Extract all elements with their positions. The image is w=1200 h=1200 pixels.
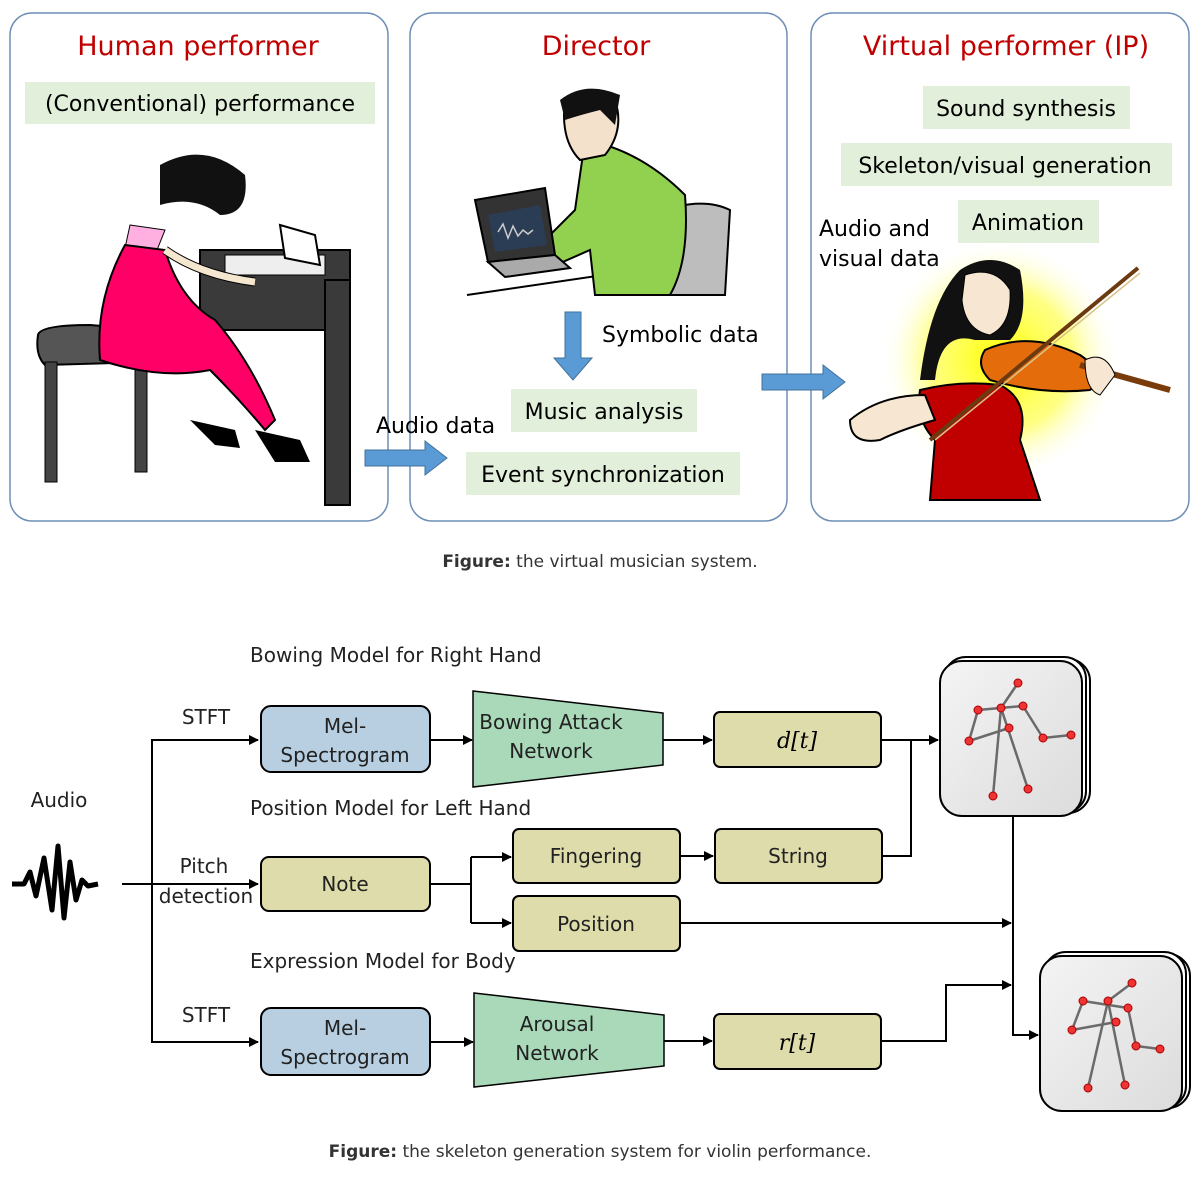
box-label: Network xyxy=(509,739,593,763)
panel-title: Director xyxy=(542,31,651,62)
audio-data-label: Audio data xyxy=(376,414,495,439)
caption-text: the skeleton generation system for violi… xyxy=(397,1142,871,1162)
panel-title: Human performer xyxy=(77,31,319,62)
box-label: Fingering xyxy=(550,844,642,868)
box-label: d[t] xyxy=(777,729,818,754)
audio-visual-arrow xyxy=(761,363,846,401)
label-event-synchronization: Event synchronization xyxy=(481,463,725,488)
skeleton-output-2 xyxy=(1039,951,1191,1112)
label-animation: Animation xyxy=(972,211,1084,236)
pitch-label: Pitch xyxy=(180,854,229,878)
stft-label: STFT xyxy=(182,705,231,729)
box-label: Note xyxy=(321,872,368,896)
d-t-output-box: d[t] xyxy=(713,711,882,768)
mel-spectrogram-box: Mel- Spectrogram xyxy=(260,1007,431,1076)
box-label: Spectrogram xyxy=(280,743,409,767)
label-sound-synthesis: Sound synthesis xyxy=(936,97,1116,122)
label-skeleton-visual-generation: Skeleton/visual generation xyxy=(858,154,1151,179)
box-label: Network xyxy=(515,1041,599,1065)
top-caption: Figure: the virtual musician system. xyxy=(442,552,757,572)
director-illustration xyxy=(466,88,732,296)
box-label: Mel- xyxy=(324,714,366,738)
bottom-caption: Figure: the skeleton generation system f… xyxy=(329,1142,872,1162)
box-label: Bowing Attack xyxy=(479,710,623,734)
stft-label: STFT xyxy=(182,1003,231,1027)
violinist-illustration xyxy=(848,240,1171,501)
box-label: String xyxy=(768,844,828,868)
pianist-illustration xyxy=(36,154,351,506)
box-label: r[t] xyxy=(779,1031,816,1056)
audio-waveform-icon xyxy=(12,843,99,921)
skeleton-pipeline xyxy=(122,735,1039,1047)
box-label: Mel- xyxy=(324,1016,366,1040)
r-t-output-box: r[t] xyxy=(713,1013,882,1070)
position-box: Position xyxy=(512,895,681,952)
caption-bold: Figure: xyxy=(442,552,510,572)
caption-bold: Figure: xyxy=(329,1142,397,1162)
audio-input-label: Audio xyxy=(31,788,88,812)
mel-spectrogram-box: Mel- Spectrogram xyxy=(260,705,431,773)
panel-director: Director Symbolic data Music analysis Ev… xyxy=(409,12,788,522)
panel-virtual-performer: Virtual performer (IP) Sound synthesis S… xyxy=(810,12,1190,522)
bowing-model-title: Bowing Model for Right Hand xyxy=(250,643,542,667)
audio-visual-label-line1: Audio and xyxy=(819,217,930,242)
caption-text: the virtual musician system. xyxy=(511,552,758,572)
audio-visual-label-line2: visual data xyxy=(819,247,940,272)
symbolic-data-label: Symbolic data xyxy=(602,323,759,348)
fingering-box: Fingering xyxy=(512,828,681,884)
box-label: Arousal xyxy=(520,1012,595,1036)
position-model-title: Position Model for Left Hand xyxy=(250,796,531,820)
box-label: Position xyxy=(557,912,635,936)
detection-label: detection xyxy=(159,884,253,908)
down-arrow xyxy=(552,311,594,381)
panel-title: Virtual performer (IP) xyxy=(863,31,1149,62)
note-box: Note xyxy=(260,856,431,912)
box-label: Spectrogram xyxy=(280,1045,409,1069)
bowing-attack-network: Bowing Attack Network xyxy=(472,690,664,788)
label-conventional-performance: (Conventional) performance xyxy=(45,92,355,117)
skeleton-output-1 xyxy=(939,656,1091,817)
panel-human-performer: Human performer (Conventional) performan… xyxy=(9,12,389,522)
label-music-analysis: Music analysis xyxy=(525,400,684,425)
arousal-network: Arousal Network xyxy=(473,992,665,1088)
audio-data-arrow xyxy=(364,439,448,477)
string-box: String xyxy=(714,828,883,884)
expression-model-title: Expression Model for Body xyxy=(250,949,516,973)
